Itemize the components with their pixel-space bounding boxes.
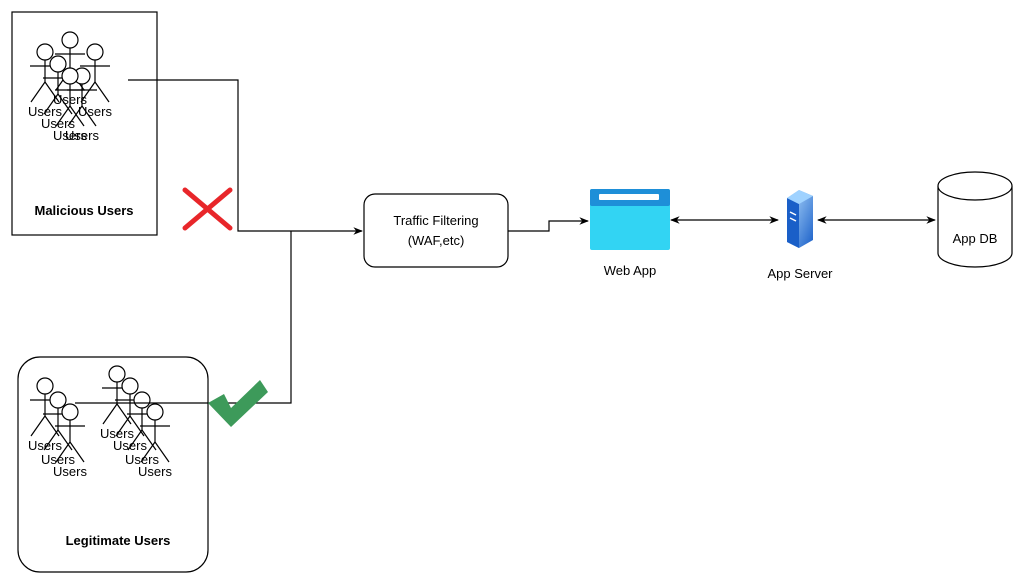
- web-app-label: Web App: [604, 263, 657, 278]
- traffic-filtering-box: [363, 193, 509, 268]
- user-actor-label: Users: [138, 464, 172, 479]
- user-actor-label: Users: [113, 438, 147, 453]
- user-actor-label: Users: [28, 438, 62, 453]
- user-actor-label: Users: [65, 128, 99, 143]
- user-actor-label: Users: [53, 128, 87, 143]
- legitimate-users-title: Legitimate Users: [66, 533, 171, 548]
- malicious-traffic-connector: [128, 79, 363, 235]
- check-mark-icon: [208, 380, 268, 427]
- legitimate-traffic-connector: [75, 231, 292, 404]
- user-actor-icon: Users: [28, 377, 62, 453]
- traffic-filtering-sublabel: (WAF,etc): [408, 233, 465, 248]
- user-actor-icon: Users: [138, 403, 172, 479]
- app-server-label: App Server: [767, 266, 833, 281]
- server-icon: [787, 190, 813, 248]
- traffic-filtering-label: Traffic Filtering: [393, 213, 478, 228]
- user-actor-icon: Users: [113, 377, 147, 453]
- user-actor-icon: Users: [28, 43, 62, 119]
- user-actor-icon: Users: [53, 67, 87, 143]
- traffic-filtering-node[interactable]: Traffic Filtering (WAF,etc): [363, 193, 509, 268]
- app-server-node[interactable]: App Server: [767, 190, 833, 281]
- x-mark-icon: [182, 187, 233, 231]
- browser-window-icon: [590, 189, 670, 250]
- app-db-label: App DB: [953, 231, 998, 246]
- web-app-node[interactable]: Web App: [590, 189, 670, 278]
- user-actor-label: Users: [53, 464, 87, 479]
- filter-to-webapp-connector: [508, 217, 589, 232]
- user-actor-icon: Users: [78, 43, 112, 119]
- malicious-users-box: [11, 11, 158, 236]
- database-cylinder-icon: [937, 171, 1013, 268]
- user-actor-icon: Users: [53, 403, 87, 479]
- user-actor-icon: Users: [41, 391, 75, 467]
- user-actor-label: Users: [78, 104, 112, 119]
- app-db-node[interactable]: App DB: [937, 171, 1013, 268]
- malicious-users-title: Malicious Users: [35, 203, 134, 218]
